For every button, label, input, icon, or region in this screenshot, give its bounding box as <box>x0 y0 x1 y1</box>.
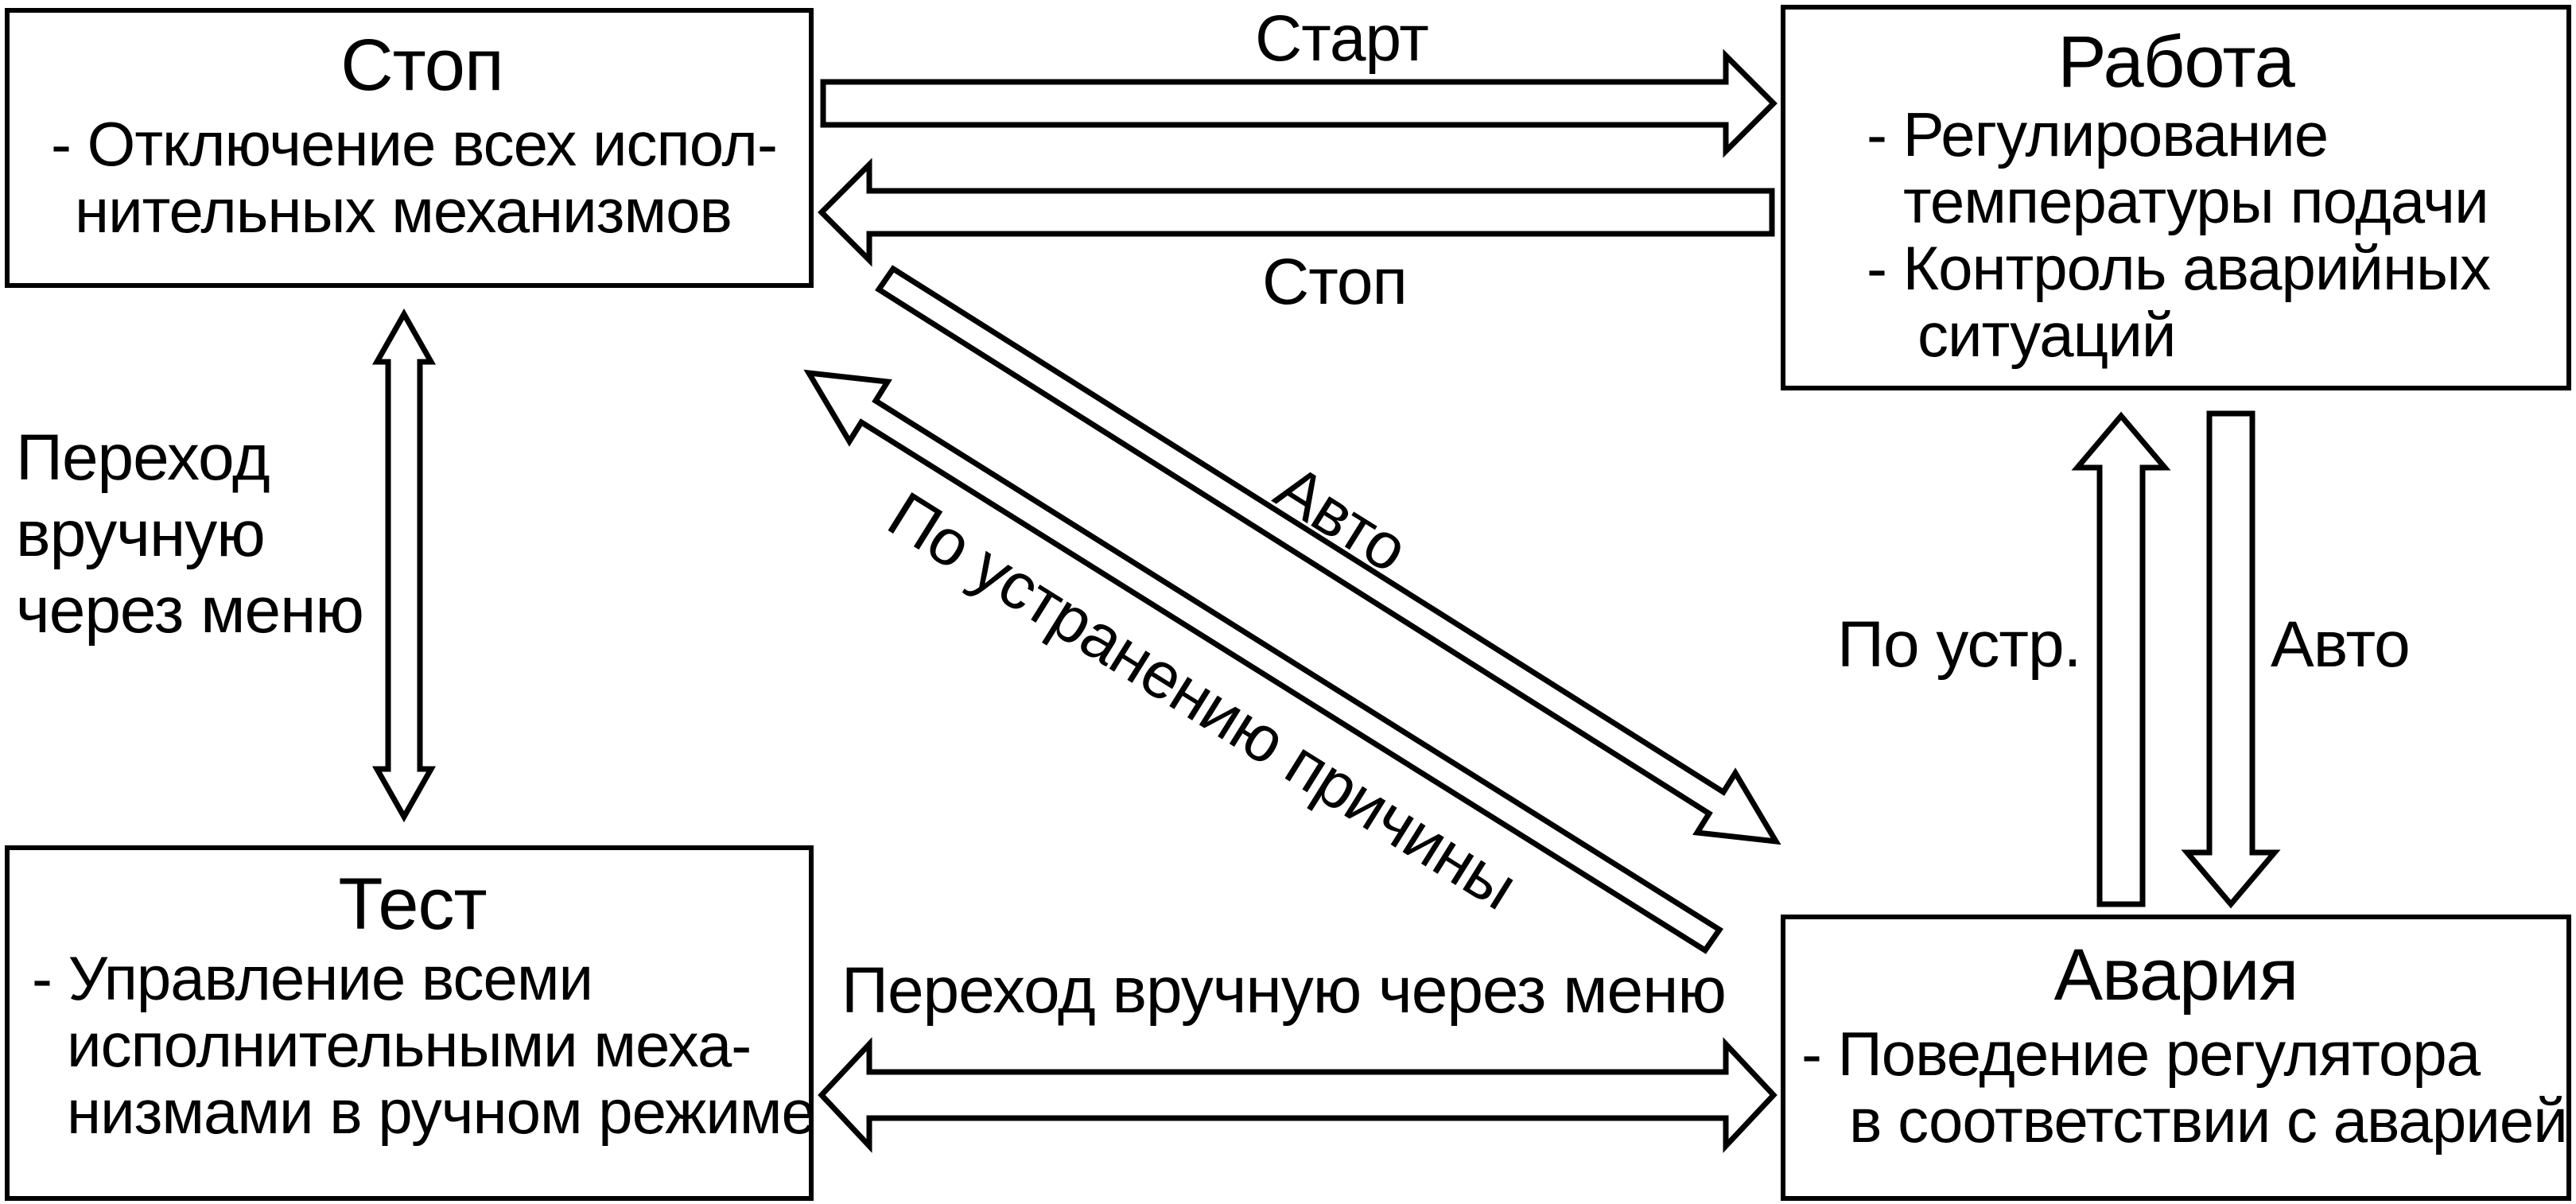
state-test: Тест - Управление всеми исполнительными … <box>5 845 816 1201</box>
label-stop: Стоп <box>1262 246 1408 318</box>
arrow-fix-diagonal <box>803 369 1723 954</box>
state-work-line-1: - Регулирование <box>1867 99 2329 169</box>
state-test-line-1: - Управление всеми <box>32 942 593 1013</box>
arrow-stop-test <box>371 308 437 823</box>
state-work: Работа - Регулирование температуры подач… <box>1781 5 2571 390</box>
label-manual-test-alarm: Переход вручную через меню <box>841 954 1727 1027</box>
state-test-title: Тест <box>338 864 487 945</box>
label-fix-alarm-work: По устр. <box>1837 608 2081 681</box>
state-work-title: Работа <box>2057 21 2295 103</box>
label-auto-work-alarm: Авто <box>2271 608 2411 681</box>
arrow-fix-up <box>2071 411 2171 907</box>
state-alarm-line-2: в соответствии с аварией <box>1849 1085 2568 1155</box>
state-stop-line-1: - Отключение всех испол- <box>51 108 778 179</box>
state-test-line-3: низмами в ручном режиме <box>67 1077 816 1148</box>
arrow-start <box>820 49 1778 158</box>
state-work-line-3: - Контроль аварийных <box>1867 233 2491 304</box>
state-alarm: Авария - Поведение регулятора в соответс… <box>1781 915 2571 1201</box>
state-stop: Стоп - Отключение всех испол- нительных … <box>5 8 814 288</box>
label-manual-line-3: через меню <box>16 573 364 647</box>
label-manual-stop-test: Переход вручную через меню <box>16 420 364 649</box>
state-work-line-2: температуры подачи <box>1903 165 2489 236</box>
label-start: Старт <box>1255 2 1429 75</box>
label-manual-line-2: вручную <box>16 497 266 570</box>
state-stop-line-2: нительных механизмов <box>75 175 732 246</box>
label-manual-line-1: Переход <box>16 421 270 494</box>
state-alarm-line-1: - Поведение регулятора <box>1801 1018 2481 1089</box>
state-work-line-4: ситуаций <box>1917 300 2177 371</box>
arrow-auto-down <box>2181 410 2281 909</box>
arrow-test-alarm <box>818 1037 1778 1153</box>
state-stop-title: Стоп <box>340 25 504 106</box>
state-alarm-title: Авария <box>2053 934 2299 1016</box>
arrow-auto-diagonal <box>875 265 1781 845</box>
arrow-stop <box>818 157 1775 267</box>
state-test-line-2: исполнительными меха- <box>67 1009 752 1080</box>
